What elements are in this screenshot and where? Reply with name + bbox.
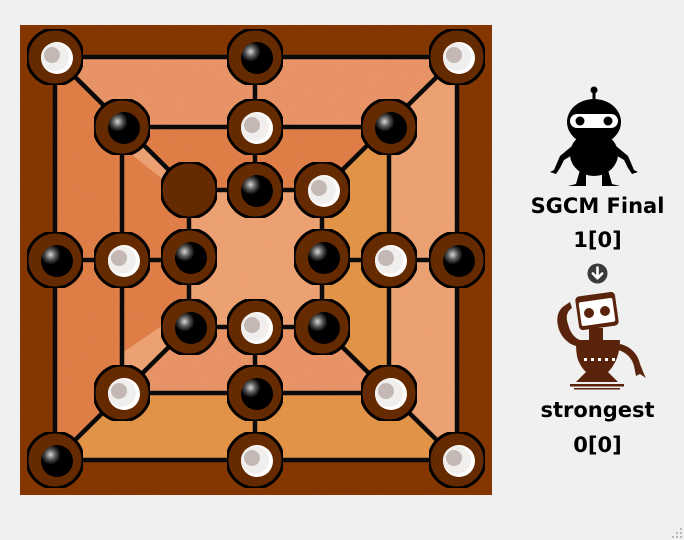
board-point-a4[interactable] (25, 230, 85, 290)
white-piece-shine (446, 47, 462, 63)
board-point-g4[interactable] (427, 230, 487, 290)
board-point-d2[interactable] (225, 363, 285, 423)
player-1-name: SGCM Final (530, 194, 665, 218)
board-svg[interactable] (20, 25, 492, 495)
board-point-f4[interactable] (359, 230, 419, 290)
white-piece-shine (44, 47, 60, 63)
board-point-b4[interactable] (92, 230, 152, 290)
board-point-e5[interactable] (292, 160, 352, 220)
resize-grip[interactable] (672, 528, 684, 540)
board-point-c5[interactable] (159, 160, 219, 220)
board-point-g7[interactable] (427, 27, 487, 87)
white-piece-shine (244, 317, 260, 333)
board-point-b6[interactable] (92, 97, 152, 157)
player-1-score: 1[0] (573, 228, 622, 252)
board-point-a1[interactable] (25, 430, 85, 490)
player-2-score: 0[0] (573, 433, 622, 457)
black-piece (41, 245, 73, 277)
board-point-b2[interactable] (92, 363, 152, 423)
black-piece (241, 42, 273, 74)
white-piece-shine (111, 250, 127, 266)
white-piece-shine (378, 250, 394, 266)
black-piece (443, 245, 475, 277)
board-points (25, 27, 487, 490)
black-piece (308, 242, 340, 274)
black-piece (241, 175, 273, 207)
player-2-name: strongest (540, 398, 655, 422)
white-piece-shine (378, 383, 394, 399)
board-point-e4[interactable] (292, 227, 352, 287)
white-piece-shine (244, 450, 260, 466)
board-point-d6[interactable] (225, 97, 285, 157)
black-piece (108, 112, 140, 144)
black-piece (175, 242, 207, 274)
board-point-d1[interactable] (225, 430, 285, 490)
black-piece (241, 378, 273, 410)
black-piece (308, 312, 340, 344)
board-point-d5[interactable] (225, 160, 285, 220)
black-piece (175, 312, 207, 344)
white-piece-shine (446, 450, 462, 466)
brown-robot-icon (557, 291, 646, 390)
white-piece-shine (311, 180, 327, 196)
board-point-c3[interactable] (159, 297, 219, 357)
board-point-g1[interactable] (427, 430, 487, 490)
board-point-e3[interactable] (292, 297, 352, 357)
black-robot-icon (550, 86, 638, 186)
white-piece-shine (111, 383, 127, 399)
white-piece-shine (244, 117, 260, 133)
board-point-f6[interactable] (359, 97, 419, 157)
board-point-a7[interactable] (25, 27, 85, 87)
board-point-c4[interactable] (159, 227, 219, 287)
board-point-d7[interactable] (225, 27, 285, 87)
black-piece (375, 112, 407, 144)
socket (159, 160, 219, 220)
black-piece (41, 445, 73, 477)
arrow-down-circle-icon (587, 263, 608, 284)
game-board[interactable] (20, 25, 492, 495)
board-point-f2[interactable] (359, 363, 419, 423)
board-point-d3[interactable] (225, 297, 285, 357)
